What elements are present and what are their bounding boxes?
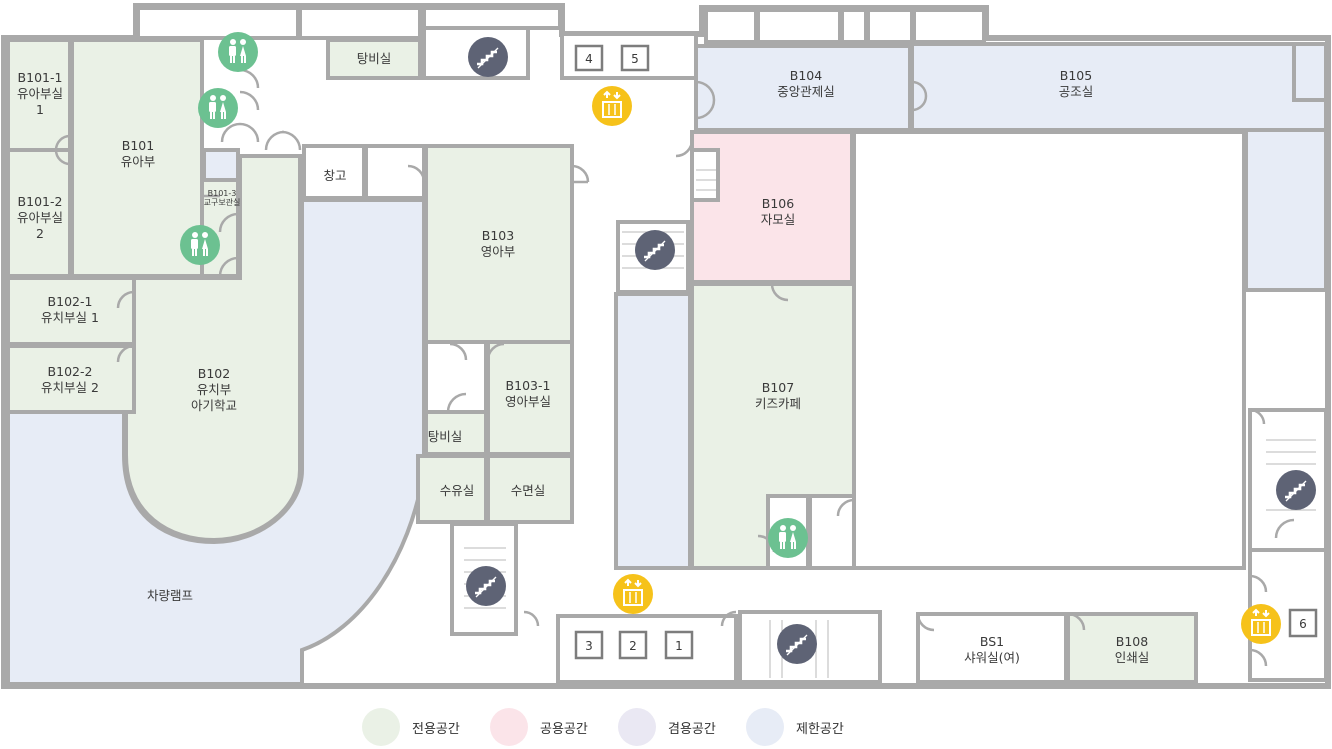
elevator-number: 1 [675,639,683,653]
zones [6,38,1328,686]
restroom-icon [180,225,220,265]
restroom-icon [768,518,808,558]
legend-item-dedicated: 전용공간 [362,707,460,747]
stairs-icon [1274,468,1318,512]
elevator-number: 2 [629,639,637,653]
ramp-label: 차량램프 [147,588,193,603]
legend-item-restricted: 제한공간 [746,707,844,747]
restroom-icon [198,88,238,128]
legend-swatch [490,708,528,746]
elevator-number: 6 [1299,617,1307,631]
legend-swatch [746,708,784,746]
nursing-room-label: 수유실 [440,483,475,498]
storage-label: 창고 [323,168,346,183]
sleeping-room-label: 수면실 [511,483,546,498]
doors [54,68,1295,667]
stairs-icon [466,35,510,79]
legend-item-shared: 겸용공간 [618,707,716,747]
legend-label: 공용공간 [540,721,588,737]
pantry-mid-label: 탕비실 [428,429,463,444]
stairs-icon [633,228,677,272]
elevator-icon [1240,603,1282,645]
legend-item-common: 공용공간 [490,707,588,747]
pantry-top-label: 탕비실 [357,51,392,66]
stairs-icon [464,564,508,608]
elevator-number: 5 [631,52,639,66]
elevator-numbers: 4 5 3 2 1 6 [585,52,1307,653]
legend-label: 제한공간 [796,721,844,737]
legend-swatch [618,708,656,746]
elevator-number: 3 [585,639,593,653]
stairs-icon [775,622,819,666]
legend-label: 겸용공간 [668,721,716,737]
legend-swatch [362,708,400,746]
legend-label: 전용공간 [412,721,460,737]
b102-zone [124,154,302,543]
elevator-number: 4 [585,52,593,66]
elevator-icon [612,573,654,615]
elevator-number-boxes [574,44,1318,660]
legend: 전용공간 공용공간 겸용공간 제한공간 [0,705,1332,749]
restroom-icon [218,32,258,72]
elevator-icon [591,85,633,127]
